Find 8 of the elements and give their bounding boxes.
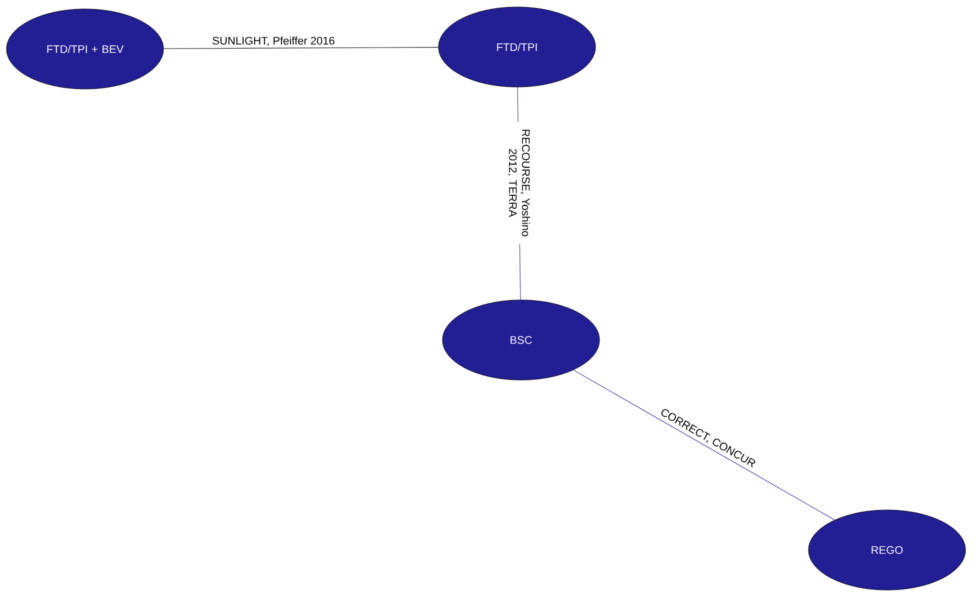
connector-line bbox=[573, 370, 835, 520]
ellipse-node: REGO bbox=[808, 510, 966, 590]
edge-label: SUNLIGHT, Pfeiffer 2016 bbox=[211, 36, 336, 47]
edge-label: RECOURSE, Yoshino 2012, TERRA bbox=[506, 122, 532, 244]
ellipse-node: FTD/TPI bbox=[438, 6, 596, 88]
connector-line bbox=[163, 47, 439, 49]
ellipse-node: BSC bbox=[442, 300, 600, 380]
ellipse-node: FTD/TPI + BEV bbox=[6, 8, 164, 90]
